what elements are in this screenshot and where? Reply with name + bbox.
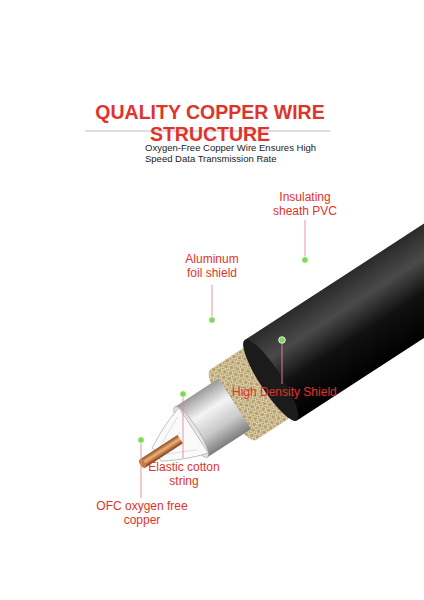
leader-lines xyxy=(141,220,305,498)
subtitle: Oxygen-Free Copper Wire Ensures High Spe… xyxy=(145,143,330,165)
callout-dot xyxy=(180,391,187,398)
cable xyxy=(114,166,424,505)
part-label: High Density Shield xyxy=(232,386,372,400)
callout-dot xyxy=(209,317,216,324)
leader-line xyxy=(183,394,184,458)
callout-dots xyxy=(138,257,309,444)
part-label: Elastic cotton string xyxy=(146,461,222,489)
part-label: Aluminum foil shield xyxy=(178,253,246,281)
callout-dot xyxy=(138,437,145,444)
leader-line xyxy=(305,220,306,258)
leader-line xyxy=(212,285,213,318)
callout-dot xyxy=(302,257,309,264)
leader-line xyxy=(141,440,142,498)
leader-line xyxy=(282,340,283,384)
copper-end xyxy=(138,458,148,469)
callout-dot xyxy=(279,337,286,344)
part-label: Insulating sheath PVC xyxy=(265,191,345,219)
part-label: OFC oxygen free copper xyxy=(86,500,198,528)
title: QUALITY COPPER WIRE STRUCTURE xyxy=(60,101,360,146)
